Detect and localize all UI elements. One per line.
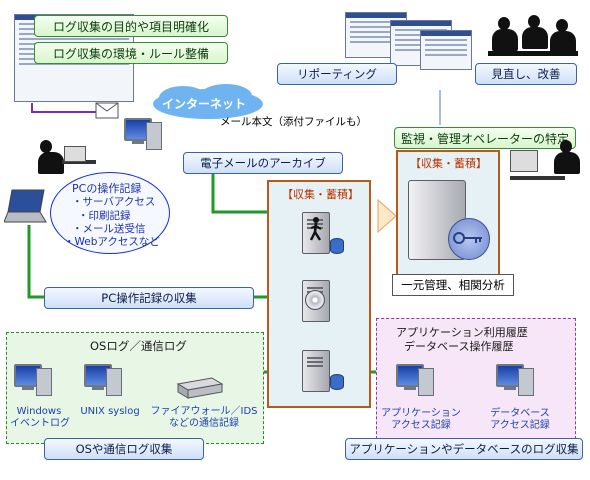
pc-records-ellipse: [50, 172, 170, 254]
purple-mail-line: [31, 103, 100, 113]
pc-records-item-3: ・Webアクセスなど: [64, 236, 160, 248]
person-at-desk-icon: [38, 140, 98, 180]
mail-body-label: メール本文（添付ファイルも）: [220, 116, 367, 128]
mail-envelope-icon: [95, 102, 119, 119]
operator-at-desk-icon: [510, 140, 585, 195]
windows-label-line2: イベントログ: [10, 418, 70, 429]
key-icon: [453, 232, 482, 244]
app-section-title-line1: アプリケーション利用履歴: [396, 326, 528, 339]
operator-box: 監視・管理オペレーターの特定: [394, 127, 576, 149]
database-icon-2: [330, 374, 344, 390]
collect-right-label: 【収集・蓄積】: [410, 157, 487, 170]
pc-collect-box: PC操作記録の収集: [44, 287, 254, 309]
server-db-icon: [302, 350, 330, 392]
db-access-line2: アクセス記録: [490, 420, 550, 431]
meeting-people-icon: [488, 15, 578, 60]
os-footer-box: OSや通信ログ収集: [44, 438, 204, 460]
app-footer-box: アプリケーションやデータベースのログ収集: [345, 438, 583, 460]
database-icon-1: [330, 238, 344, 254]
pc-records-item-2: ・メール送受信: [72, 223, 146, 235]
db-access-line1: データベース: [490, 408, 550, 419]
reporting-box: リポーティング: [277, 63, 397, 85]
analysis-box: 一元管理、相関分析: [392, 274, 514, 296]
green-email-line: [211, 170, 282, 214]
firewall-label-line2: などの通信記録: [169, 418, 239, 429]
rules-box: ログ収集の環境・ルール整備: [34, 42, 228, 64]
pc-records-item-1: ・印刷記録: [78, 210, 131, 222]
windows-label-line1: Windows: [16, 406, 62, 417]
firewall-label-line1: ファイアウォール／IDS: [150, 406, 258, 417]
collect-left-label: 【収集・蓄積】: [282, 188, 359, 201]
unix-label: UNIX syslog: [80, 406, 140, 417]
flow-arrow: [377, 198, 397, 234]
app-access-line2: アクセス記録: [391, 420, 451, 431]
email-archive-box: 電子メールのアーカイブ: [183, 152, 343, 174]
pc-records-item-0: ・サーバアクセス: [72, 196, 156, 208]
app-section-title-line2: データベース操作履歴: [404, 340, 514, 353]
purpose-box: ログ収集の目的や項目明確化: [34, 15, 228, 37]
os-section-title: OSログ／通信ログ: [90, 339, 187, 353]
walking-person-icon: [309, 217, 322, 241]
review-box: 見直し、改善: [475, 63, 577, 85]
internet-cloud: [153, 84, 263, 119]
laptop-icon: [4, 189, 47, 223]
internet-label: インターネット: [162, 97, 247, 111]
firewall-device-icon: [176, 377, 224, 399]
app-access-line1: アプリケーション: [381, 408, 461, 419]
report-screen-3: [420, 30, 472, 70]
disc-icon: [305, 290, 325, 310]
pc-records-title: PCの操作記録: [72, 182, 142, 195]
